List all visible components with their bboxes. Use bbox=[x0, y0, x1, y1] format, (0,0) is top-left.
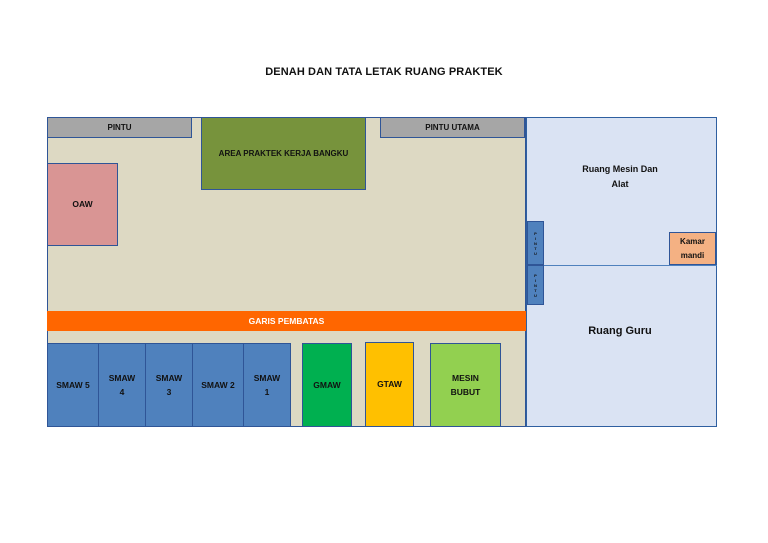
teacher-room-label: Ruang Guru bbox=[588, 324, 652, 337]
smaw-4-booth: SMAW 4 bbox=[98, 343, 146, 427]
smaw-4-label-line1: SMAW bbox=[108, 373, 136, 383]
smaw-3-label-line1: SMAW bbox=[155, 373, 183, 383]
page-title: DENAH DAN TATA LETAK RUANG PRAKTEK bbox=[265, 66, 503, 78]
gmaw-station: GMAW bbox=[302, 343, 352, 427]
smaw-1-booth: SMAW 1 bbox=[243, 343, 291, 427]
door-main: PINTU UTAMA bbox=[380, 117, 525, 138]
door-left: PINTU bbox=[47, 117, 192, 138]
right-rooms-block bbox=[526, 117, 717, 427]
gtaw-station: GTAW bbox=[365, 342, 414, 427]
side-door-lower: PINTU bbox=[527, 265, 544, 305]
boundary-line: GARIS PEMBATAS bbox=[47, 311, 526, 331]
smaw-5-booth: SMAW 5 bbox=[47, 343, 99, 427]
smaw-1-label-line1: SMAW bbox=[253, 373, 281, 383]
smaw-3-booth: SMAW 3 bbox=[145, 343, 193, 427]
lathe-label-line1: MESIN bbox=[452, 373, 479, 383]
smaw-1-label-line2: 1 bbox=[264, 387, 270, 397]
bathroom: Kamar mandi bbox=[669, 232, 716, 265]
oaw-area: OAW bbox=[47, 163, 118, 246]
room-divider bbox=[544, 265, 717, 266]
smaw-3-label-line2: 3 bbox=[166, 387, 172, 397]
bathroom-label-line1: Kamar bbox=[680, 236, 705, 246]
side-door-upper: PINTU bbox=[527, 221, 544, 265]
smaw-2-booth: SMAW 2 bbox=[192, 343, 244, 427]
bench-work-area: AREA PRAKTEK KERJA BANGKU bbox=[201, 117, 366, 190]
smaw-4-label-line2: 4 bbox=[119, 387, 125, 397]
machine-room-label-line2: Alat bbox=[611, 179, 629, 189]
lathe-label-line2: BUBUT bbox=[450, 387, 481, 397]
machine-room-label: Ruang Mesin Dan Alat bbox=[560, 160, 680, 194]
machine-room-label-line1: Ruang Mesin Dan bbox=[582, 164, 658, 174]
bathroom-label-line2: mandi bbox=[680, 250, 705, 260]
lathe-machine-area: MESIN BUBUT bbox=[430, 343, 501, 427]
